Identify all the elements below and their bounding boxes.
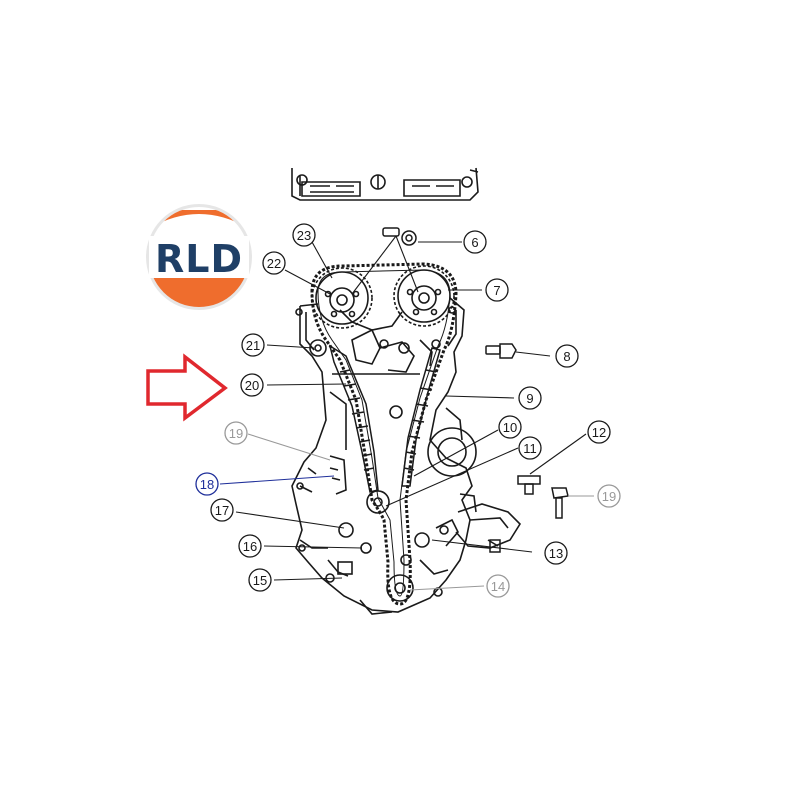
callout-circle bbox=[518, 436, 542, 460]
callout-label: 11 bbox=[523, 441, 537, 456]
timing-chain bbox=[310, 262, 458, 606]
callout-label: 16 bbox=[243, 539, 257, 554]
callout-10: 10 bbox=[498, 415, 522, 439]
logo-text: RLD bbox=[155, 237, 243, 281]
callout-group: 23 22 6 7 21 8 20 9 19 10 12 11 18 19 17 16 13 15 14 bbox=[195, 223, 621, 598]
callout-circle bbox=[240, 373, 264, 397]
callout-circle bbox=[485, 278, 509, 302]
callout-label: 18 bbox=[200, 477, 214, 492]
callout-23: 23 bbox=[292, 223, 316, 247]
callout-21: 21 bbox=[241, 333, 265, 357]
callout-9: 9 bbox=[518, 386, 542, 410]
callout-20: 20 bbox=[240, 373, 264, 397]
dowel-pin-6 bbox=[382, 227, 417, 246]
callout-circle bbox=[224, 421, 248, 445]
oil-pump-housing bbox=[427, 427, 522, 549]
intake-cam-sprocket bbox=[311, 267, 373, 329]
callout-13: 13 bbox=[544, 541, 568, 565]
callout-label: 17 bbox=[215, 503, 229, 518]
callout-label: 8 bbox=[563, 349, 570, 364]
callout-circle bbox=[486, 574, 510, 598]
crank-sprocket bbox=[309, 339, 430, 602]
callout-12: 12 bbox=[587, 420, 611, 444]
callout-19: 19 bbox=[224, 421, 248, 445]
callout-circle bbox=[544, 541, 568, 565]
callout-label: 21 bbox=[246, 338, 260, 353]
logo-top-arc bbox=[150, 210, 248, 228]
leader-lines bbox=[235, 235, 587, 581]
callout-circle bbox=[262, 251, 286, 275]
callout-circle bbox=[597, 484, 621, 508]
callout-label: 23 bbox=[297, 228, 311, 243]
callout-label: 22 bbox=[267, 256, 281, 271]
callout-circle bbox=[555, 344, 579, 368]
callout-label: 7 bbox=[493, 283, 500, 298]
leader-lines-muted bbox=[247, 433, 594, 591]
callout-6: 6 bbox=[463, 230, 487, 254]
callout-label: 19 bbox=[602, 489, 616, 504]
callout-16: 16 bbox=[238, 534, 262, 558]
logo-band bbox=[149, 236, 249, 278]
callout-label: 19 bbox=[229, 426, 243, 441]
chain-guide-right bbox=[401, 347, 441, 487]
bolt-12 bbox=[517, 475, 541, 495]
callout-label: 14 bbox=[491, 579, 505, 594]
callout-circle bbox=[248, 568, 272, 592]
callout-circle bbox=[498, 415, 522, 439]
callout-22: 22 bbox=[262, 251, 286, 275]
callout-label: 13 bbox=[549, 546, 563, 561]
callout-circle bbox=[463, 230, 487, 254]
callout-label: 6 bbox=[471, 235, 478, 250]
engine-block bbox=[291, 297, 473, 615]
pointer-arrow bbox=[146, 353, 228, 422]
callout-19: 19 bbox=[597, 484, 621, 508]
callout-circle bbox=[292, 223, 316, 247]
callout-circle bbox=[238, 534, 262, 558]
callout-label: 10 bbox=[503, 420, 517, 435]
callout-circle bbox=[210, 498, 234, 522]
callout-14: 14 bbox=[486, 574, 510, 598]
bolt-19-right bbox=[551, 487, 569, 519]
timing-chain-inner bbox=[317, 269, 451, 597]
callout-8: 8 bbox=[555, 344, 579, 368]
callout-17: 17 bbox=[210, 498, 234, 522]
bolt-13 bbox=[489, 539, 501, 553]
callout-18: 18 bbox=[195, 472, 219, 496]
callout-11: 11 bbox=[518, 436, 542, 460]
callout-label: 9 bbox=[526, 391, 533, 406]
callout-label: 12 bbox=[592, 425, 606, 440]
callout-7: 7 bbox=[485, 278, 509, 302]
callout-circle bbox=[195, 472, 219, 496]
callout-circle bbox=[241, 333, 265, 357]
exhaust-cam-sprocket bbox=[393, 265, 455, 327]
cylinder-head-fragment bbox=[291, 167, 479, 201]
callout-label: 20 bbox=[245, 378, 259, 393]
rld-logo: RLD bbox=[146, 204, 252, 310]
leader-line-highlight bbox=[219, 475, 335, 485]
chain-guide-left bbox=[328, 344, 379, 493]
callout-15: 15 bbox=[248, 568, 272, 592]
callout-label: 15 bbox=[253, 573, 267, 588]
callout-circle bbox=[518, 386, 542, 410]
bolt-8 bbox=[485, 343, 517, 359]
callout-circle bbox=[587, 420, 611, 444]
